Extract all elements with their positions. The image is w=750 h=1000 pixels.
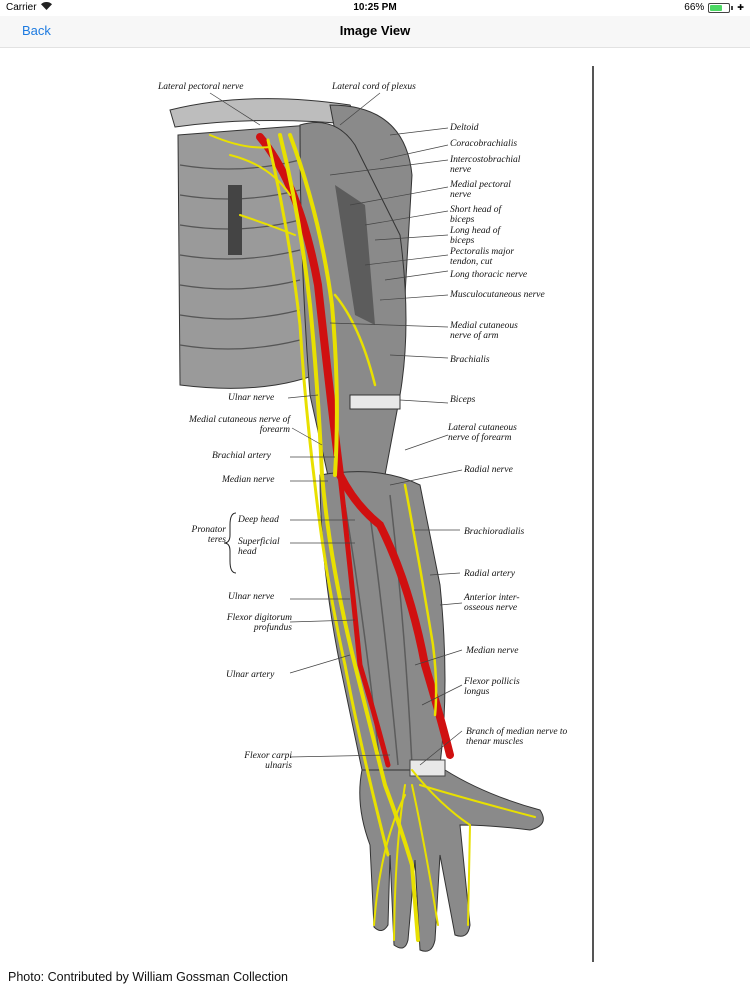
battery-level: [710, 4, 723, 11]
label-median-nerve-lower: Median nerve: [466, 646, 519, 656]
figure-divider: [592, 66, 594, 962]
label-brachioradialis: Brachioradialis: [464, 527, 525, 537]
status-right: 66% ✚: [684, 2, 744, 13]
label-branch-median-thenar: Branch of median nerve to thenar muscles: [466, 727, 568, 747]
label-brachialis: Brachialis: [450, 355, 490, 365]
label-radial-nerve: Radial nerve: [464, 465, 513, 475]
label-median-nerve-upper: Median nerve: [222, 475, 275, 485]
label-medial-cutaneous-forearm: Medial cutaneous nerve of forearm: [188, 415, 290, 435]
charging-icon: ✚: [737, 3, 744, 12]
label-ulnar-artery: Ulnar artery: [226, 670, 275, 680]
photo-credit-caption: Photo: Contributed by William Gossman Co…: [8, 970, 288, 984]
label-biceps: Biceps: [450, 395, 476, 405]
label-flexor-digitorum-profundus: Flexor digitorum profundus: [226, 613, 292, 633]
label-pronator-teres: Pronator teres: [191, 525, 226, 545]
label-deep-head: Deep head: [238, 515, 279, 525]
label-lateral-cutaneous-forearm: Lateral cutaneous nerve of forearm: [448, 423, 517, 443]
arm-illustration: [169, 92, 544, 952]
page-title: Image View: [339, 23, 411, 38]
label-lateral-cord: Lateral cord of plexus: [332, 82, 416, 92]
wifi-icon: [40, 2, 52, 13]
status-time: 10:25 PM: [353, 2, 397, 13]
carrier-label: Carrier: [6, 2, 37, 13]
label-flexor-pollicis-longus: Flexor pollicis longus: [464, 677, 520, 697]
battery-cap: [731, 5, 734, 10]
anatomy-figure: Lateral pectoral nerve Lateral cord of p…: [150, 65, 595, 965]
back-button[interactable]: Back: [22, 23, 51, 38]
label-long-head-biceps: Long head of biceps: [450, 226, 501, 246]
navigation-bar: Back Image View: [0, 16, 750, 48]
label-intercostobrachial: Intercostobrachial nerve: [450, 155, 521, 175]
label-long-thoracic: Long thoracic nerve: [450, 270, 528, 280]
battery-icon: [708, 2, 731, 13]
label-short-head-biceps: Short head of biceps: [450, 205, 502, 225]
label-musculocutaneous: Musculocutaneous nerve: [450, 290, 545, 300]
label-ulnar-nerve-upper: Ulnar nerve: [228, 393, 275, 403]
label-ulnar-nerve-lower: Ulnar nerve: [228, 592, 275, 602]
label-deltoid: Deltoid: [450, 123, 479, 133]
label-flexor-carpi-ulnaris: Flexor carpi ulnaris: [244, 751, 292, 771]
label-radial-artery: Radial artery: [464, 569, 515, 579]
label-coracobrachialis: Coracobrachialis: [450, 139, 518, 149]
label-medial-cutaneous-arm: Medial cutaneous nerve of arm: [450, 321, 518, 341]
label-lateral-pectoral-nerve: Lateral pectoral nerve: [158, 82, 244, 92]
label-superficial-head: Superficial head: [238, 537, 280, 557]
label-anterior-interosseous: Anterior inter-osseous nerve: [464, 593, 520, 613]
label-medial-pectoral: Medial pectoral nerve: [450, 180, 511, 200]
label-pectoralis-major: Pectoralis major tendon, cut: [450, 247, 515, 267]
battery-percent: 66%: [684, 2, 705, 13]
status-left: Carrier: [6, 2, 52, 13]
label-brachial-artery: Brachial artery: [212, 451, 271, 461]
status-bar: Carrier 10:25 PM 66% ✚: [0, 0, 750, 16]
